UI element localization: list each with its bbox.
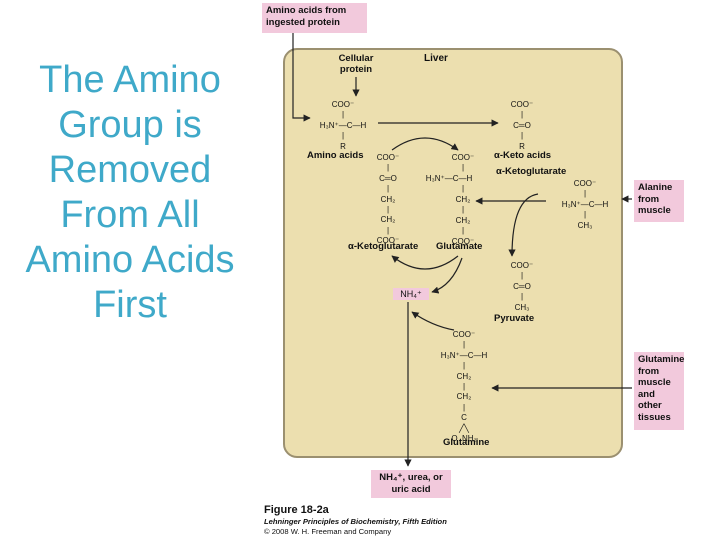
glutamine-label: Glutamine xyxy=(443,437,490,448)
keto-acid-structure: COO⁻ | C═O | R xyxy=(510,100,534,151)
glutamate-connector: | xyxy=(461,163,465,172)
ammonium-ion: NH₄⁺ xyxy=(393,288,429,301)
glutamine-structure: COO⁻ | H₃N⁺—C—H | CH₂ | CH₂ | C ╱╲ O NH₂ xyxy=(440,330,488,444)
glutamine-to-ammonium-arrow xyxy=(411,311,455,331)
slide-title: The Amino Group is Removed From All Amin… xyxy=(25,59,235,326)
alanine-to-pyruvate-arrow xyxy=(508,193,539,257)
glutamine-from-tissues-box: Glutamine from muscle and other tissues xyxy=(634,352,684,430)
caption-figure-number: Figure 18-2a xyxy=(264,504,329,516)
alpha-ketoglutarate-right-label: α-Ketoglutarate xyxy=(496,166,567,177)
amino-acids-label: Amino acids xyxy=(307,150,364,161)
glutamate-to-ammonium-arrow xyxy=(431,257,463,294)
akg-to-glutamate-arc xyxy=(391,137,459,151)
glutamate-connector-2: | xyxy=(461,184,465,193)
cellular-protein-label: Cellular protein xyxy=(338,53,374,75)
ingested-protein-arrow xyxy=(292,33,311,122)
pyruvate-label: Pyruvate xyxy=(494,313,535,324)
alpha-ketoglutarate-structure: COO⁻ | C═O | CH₂ | CH₂ | COO⁻ xyxy=(376,153,400,246)
alanine-from-muscle-box: Alanine from muscle xyxy=(634,180,684,222)
excretion-products-box: NH₄⁺, urea, or uric acid xyxy=(371,470,451,498)
glutamate-carboxyl: COO⁻ xyxy=(451,153,475,162)
glutamate-side-chain: CH₂ | CH₂ | COO⁻ xyxy=(451,195,475,246)
caption-copyright: © 2008 W. H. Freeman and Company xyxy=(264,527,392,536)
liver-panel xyxy=(283,48,623,458)
alpha-ketoglutarate-label: α-Ketoglutarate xyxy=(348,241,419,252)
alanine-structure: COO⁻ | H₃N⁺—C—H | CH₃ xyxy=(561,179,609,230)
figure-caption: Figure 18-2a Lehninger Principles of Bio… xyxy=(264,504,447,537)
pyruvate-structure: COO⁻ | C═O | CH₃ xyxy=(510,261,534,312)
amino-acid-structure: COO⁻ | H₃N⁺—C—H | R xyxy=(319,100,367,151)
keto-acids-label: α-Keto acids xyxy=(494,150,552,161)
glutamate-to-akg-arc xyxy=(391,255,459,270)
caption-book-title: Lehninger Principles of Biochemistry, Fi… xyxy=(264,517,447,526)
ingested-protein-box: Amino acids from ingested protein xyxy=(262,3,367,33)
glutamate-amino-group: H₃N⁺—C—H xyxy=(425,174,473,183)
liver-label: Liver xyxy=(424,53,448,64)
glutamate-label: Glutamate xyxy=(436,241,483,252)
